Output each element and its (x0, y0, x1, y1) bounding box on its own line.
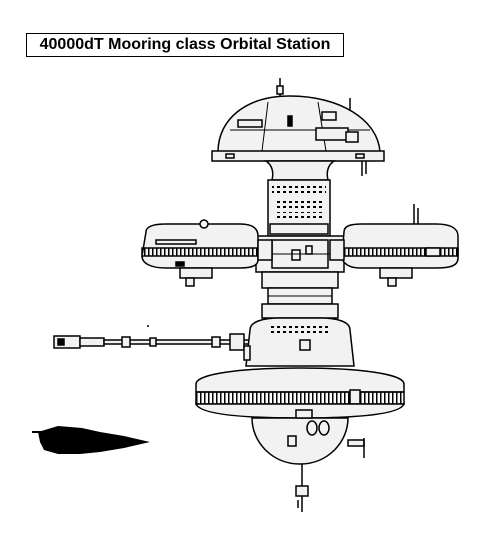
docking-arm (53, 333, 255, 351)
left-pod (141, 219, 273, 287)
bottom-antenna (295, 464, 309, 512)
title-box: 40000dT Mooring class Orbital Station (26, 33, 344, 57)
silhouette-ship-nose (32, 431, 46, 433)
right-pod (329, 204, 459, 287)
silhouette-ship (38, 426, 150, 454)
lower-dome (251, 409, 365, 465)
stray-dot (147, 325, 149, 327)
upper-neck (263, 160, 337, 237)
mid-body (243, 303, 355, 367)
page-title: 40000dT Mooring class Orbital Station (39, 36, 331, 53)
